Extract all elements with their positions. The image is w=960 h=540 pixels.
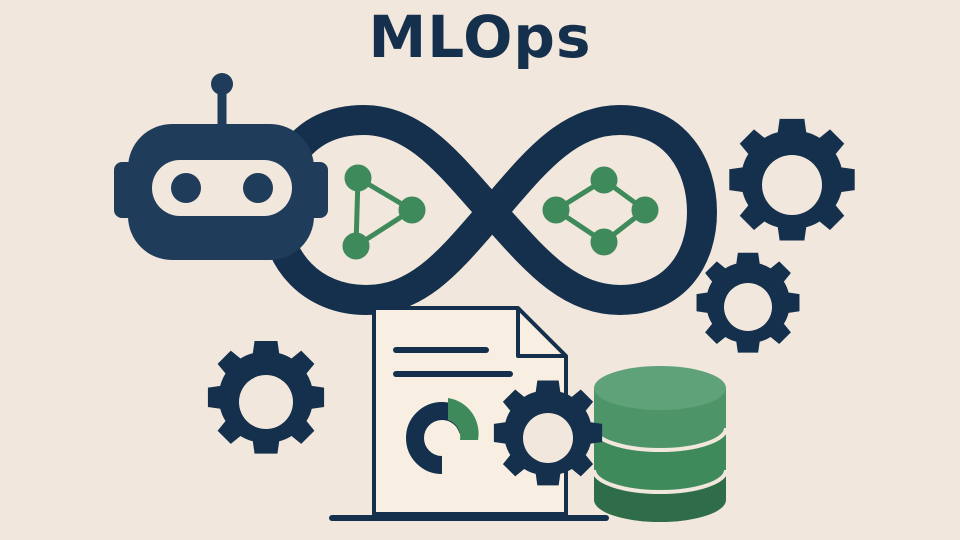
gear-hole	[762, 155, 822, 215]
robot-icon	[114, 73, 328, 260]
gear-hole	[523, 413, 573, 463]
network-graph-icon	[342, 164, 426, 260]
gear-hole	[239, 375, 293, 429]
gear-hole	[724, 283, 772, 331]
infinity-loop-icon	[261, 105, 717, 315]
pie-chart-icon	[406, 398, 479, 474]
network-graph-icon	[542, 166, 659, 256]
database-icon	[592, 366, 728, 522]
page-title: MLOps	[368, 3, 592, 71]
